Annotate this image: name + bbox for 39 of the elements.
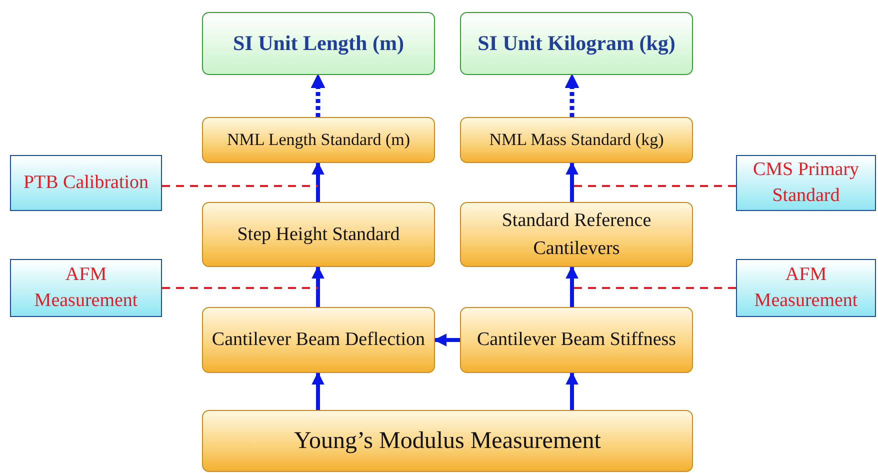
arrow xyxy=(312,266,324,307)
process-box xyxy=(460,117,693,163)
process-box xyxy=(460,202,693,267)
box-label: NML Mass Standard (kg) xyxy=(489,128,664,151)
leader-line xyxy=(162,287,318,289)
arrow xyxy=(566,372,578,410)
arrow xyxy=(566,266,578,307)
method-box xyxy=(10,155,162,211)
box-label: Cantilever Beam Stiffness xyxy=(476,328,676,352)
leader-line xyxy=(162,185,318,187)
box-label: SI Unit Kilogram (kg) xyxy=(478,31,676,56)
box-label: AFM Measurement xyxy=(33,263,139,313)
process-box xyxy=(202,202,435,267)
arrow xyxy=(312,372,324,410)
method-box xyxy=(736,155,876,211)
process-box xyxy=(202,307,435,373)
arrow xyxy=(310,74,326,117)
arrow xyxy=(566,162,578,202)
leader-line xyxy=(572,185,736,187)
method-box xyxy=(10,259,162,317)
box-label: Young’s Modulus Measurement xyxy=(294,426,601,456)
box-label: AFM Measurement xyxy=(753,263,859,313)
unit-box xyxy=(202,12,435,75)
box-label: PTB Calibration xyxy=(23,171,149,196)
box-label: NML Length Standard (m) xyxy=(226,128,410,151)
arrow xyxy=(564,74,580,117)
box-label: Cantilever Beam Deflection xyxy=(212,328,426,352)
box-label: Standard Reference Cantilevers xyxy=(500,208,652,260)
box-label: SI Unit Length (m) xyxy=(233,31,404,56)
method-box xyxy=(736,259,876,317)
process-box xyxy=(202,117,435,163)
arrow xyxy=(434,334,460,346)
unit-box xyxy=(460,12,693,75)
process-box xyxy=(460,307,693,373)
leader-line xyxy=(572,287,736,289)
process-box xyxy=(202,410,693,472)
arrow xyxy=(312,162,324,202)
box-label: CMS Primary Standard xyxy=(752,158,860,208)
box-label: Step Height Standard xyxy=(237,222,400,247)
